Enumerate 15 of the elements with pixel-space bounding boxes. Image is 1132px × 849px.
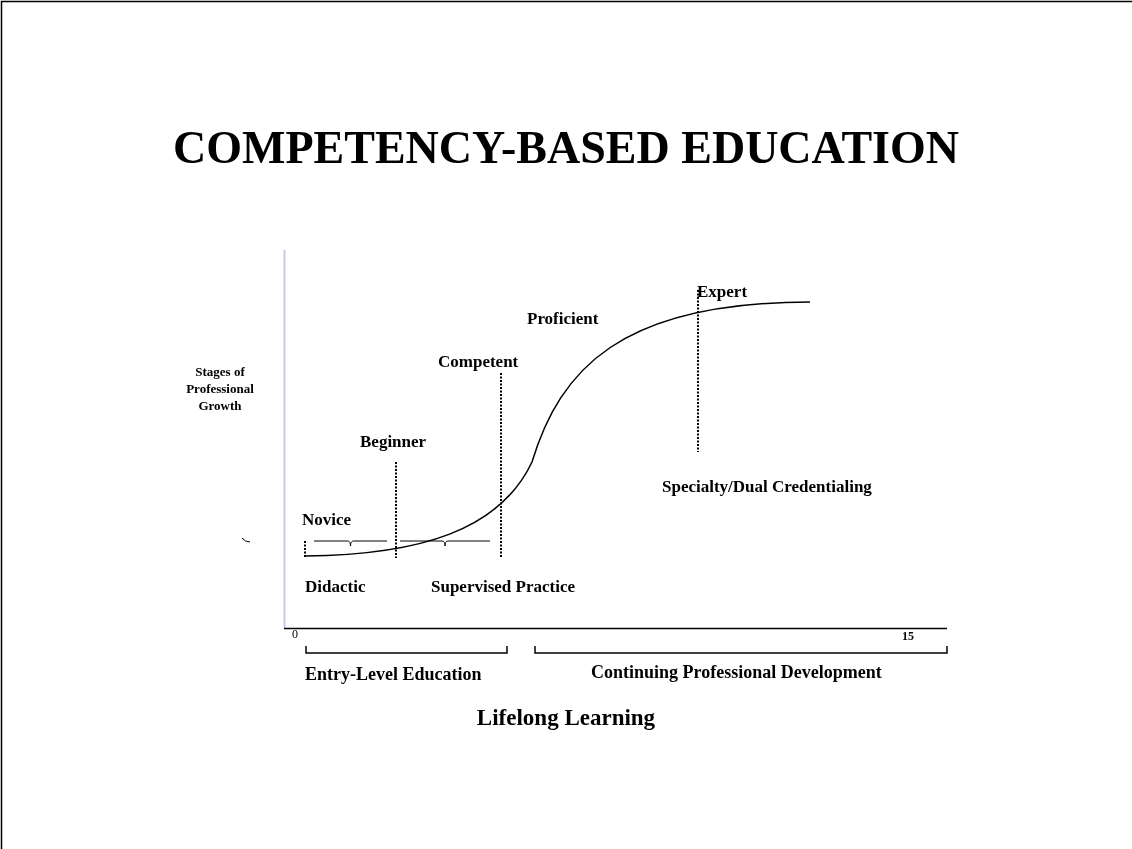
tick-label: 0 <box>292 628 298 642</box>
tick-label: 15 <box>902 630 914 644</box>
stage-label: Competent <box>438 352 519 372</box>
milestone-label: Specialty/Dual Credentialing <box>662 477 872 497</box>
stage-label: Expert <box>697 282 748 302</box>
phase-label: Didactic <box>305 577 366 597</box>
axis-title: Stages of Professional Growth <box>185 364 255 415</box>
stage-label: Beginner <box>360 432 427 452</box>
period-label: Continuing Professional Development <box>591 662 882 683</box>
phase-label: Supervised Practice <box>431 577 575 597</box>
stage-label: Novice <box>302 510 352 530</box>
caption: Lifelong Learning <box>475 705 657 732</box>
stage-label: Proficient <box>527 309 599 329</box>
period-label: Entry-Level Education <box>305 664 482 685</box>
slide-title: COMPETENCY-BASED EDUCATION <box>172 122 960 175</box>
